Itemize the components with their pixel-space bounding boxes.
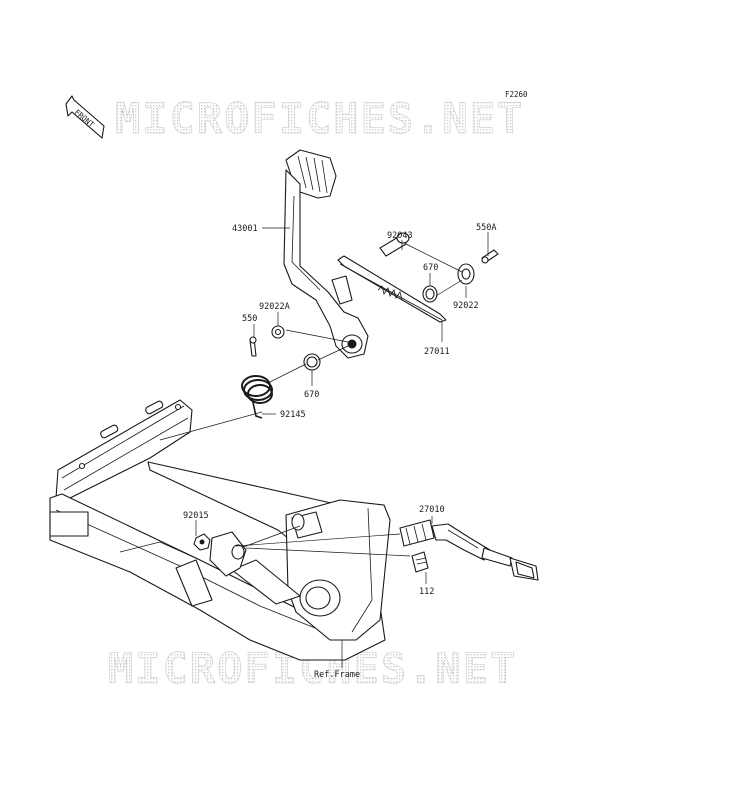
cotter-pin-right xyxy=(481,249,499,264)
callout-92022A: 92022A xyxy=(259,302,290,312)
figure-code: F2260 xyxy=(505,90,528,99)
pivot-pin xyxy=(379,232,410,257)
watermark-top: MICROFICHES.NET xyxy=(115,94,524,143)
bolt xyxy=(411,551,429,573)
callout-92022: 92022 xyxy=(453,301,479,311)
front-arrow-icon: FRONT xyxy=(65,95,105,139)
brake-rod xyxy=(337,255,447,323)
callout-92043: 92043 xyxy=(387,231,413,241)
callout-550A: 550A xyxy=(476,223,496,233)
callout-550: 550 xyxy=(242,314,257,324)
callout-92145: 92145 xyxy=(280,410,306,420)
oring-lower xyxy=(303,353,321,371)
callout-27010: 27010 xyxy=(419,505,445,515)
callout-ref-frame: Ref.Frame xyxy=(314,670,360,680)
leader-lines xyxy=(159,227,489,668)
nut xyxy=(193,533,211,551)
brake-pedal xyxy=(283,149,369,359)
rod-spring xyxy=(377,285,403,301)
callout-670-lower: 670 xyxy=(304,390,319,400)
brake-light-switch xyxy=(399,519,539,581)
callout-112: 112 xyxy=(419,587,434,597)
switch-bracket xyxy=(209,531,247,577)
callout-43001: 43001 xyxy=(232,224,258,234)
callout-92015: 92015 xyxy=(183,511,209,521)
callout-670-upper: 670 xyxy=(423,263,438,273)
cotter-pin-left xyxy=(249,336,257,357)
torsion-spring xyxy=(241,375,273,419)
callout-27011: 27011 xyxy=(424,347,450,357)
frame xyxy=(49,399,391,661)
oring-upper xyxy=(422,285,438,303)
